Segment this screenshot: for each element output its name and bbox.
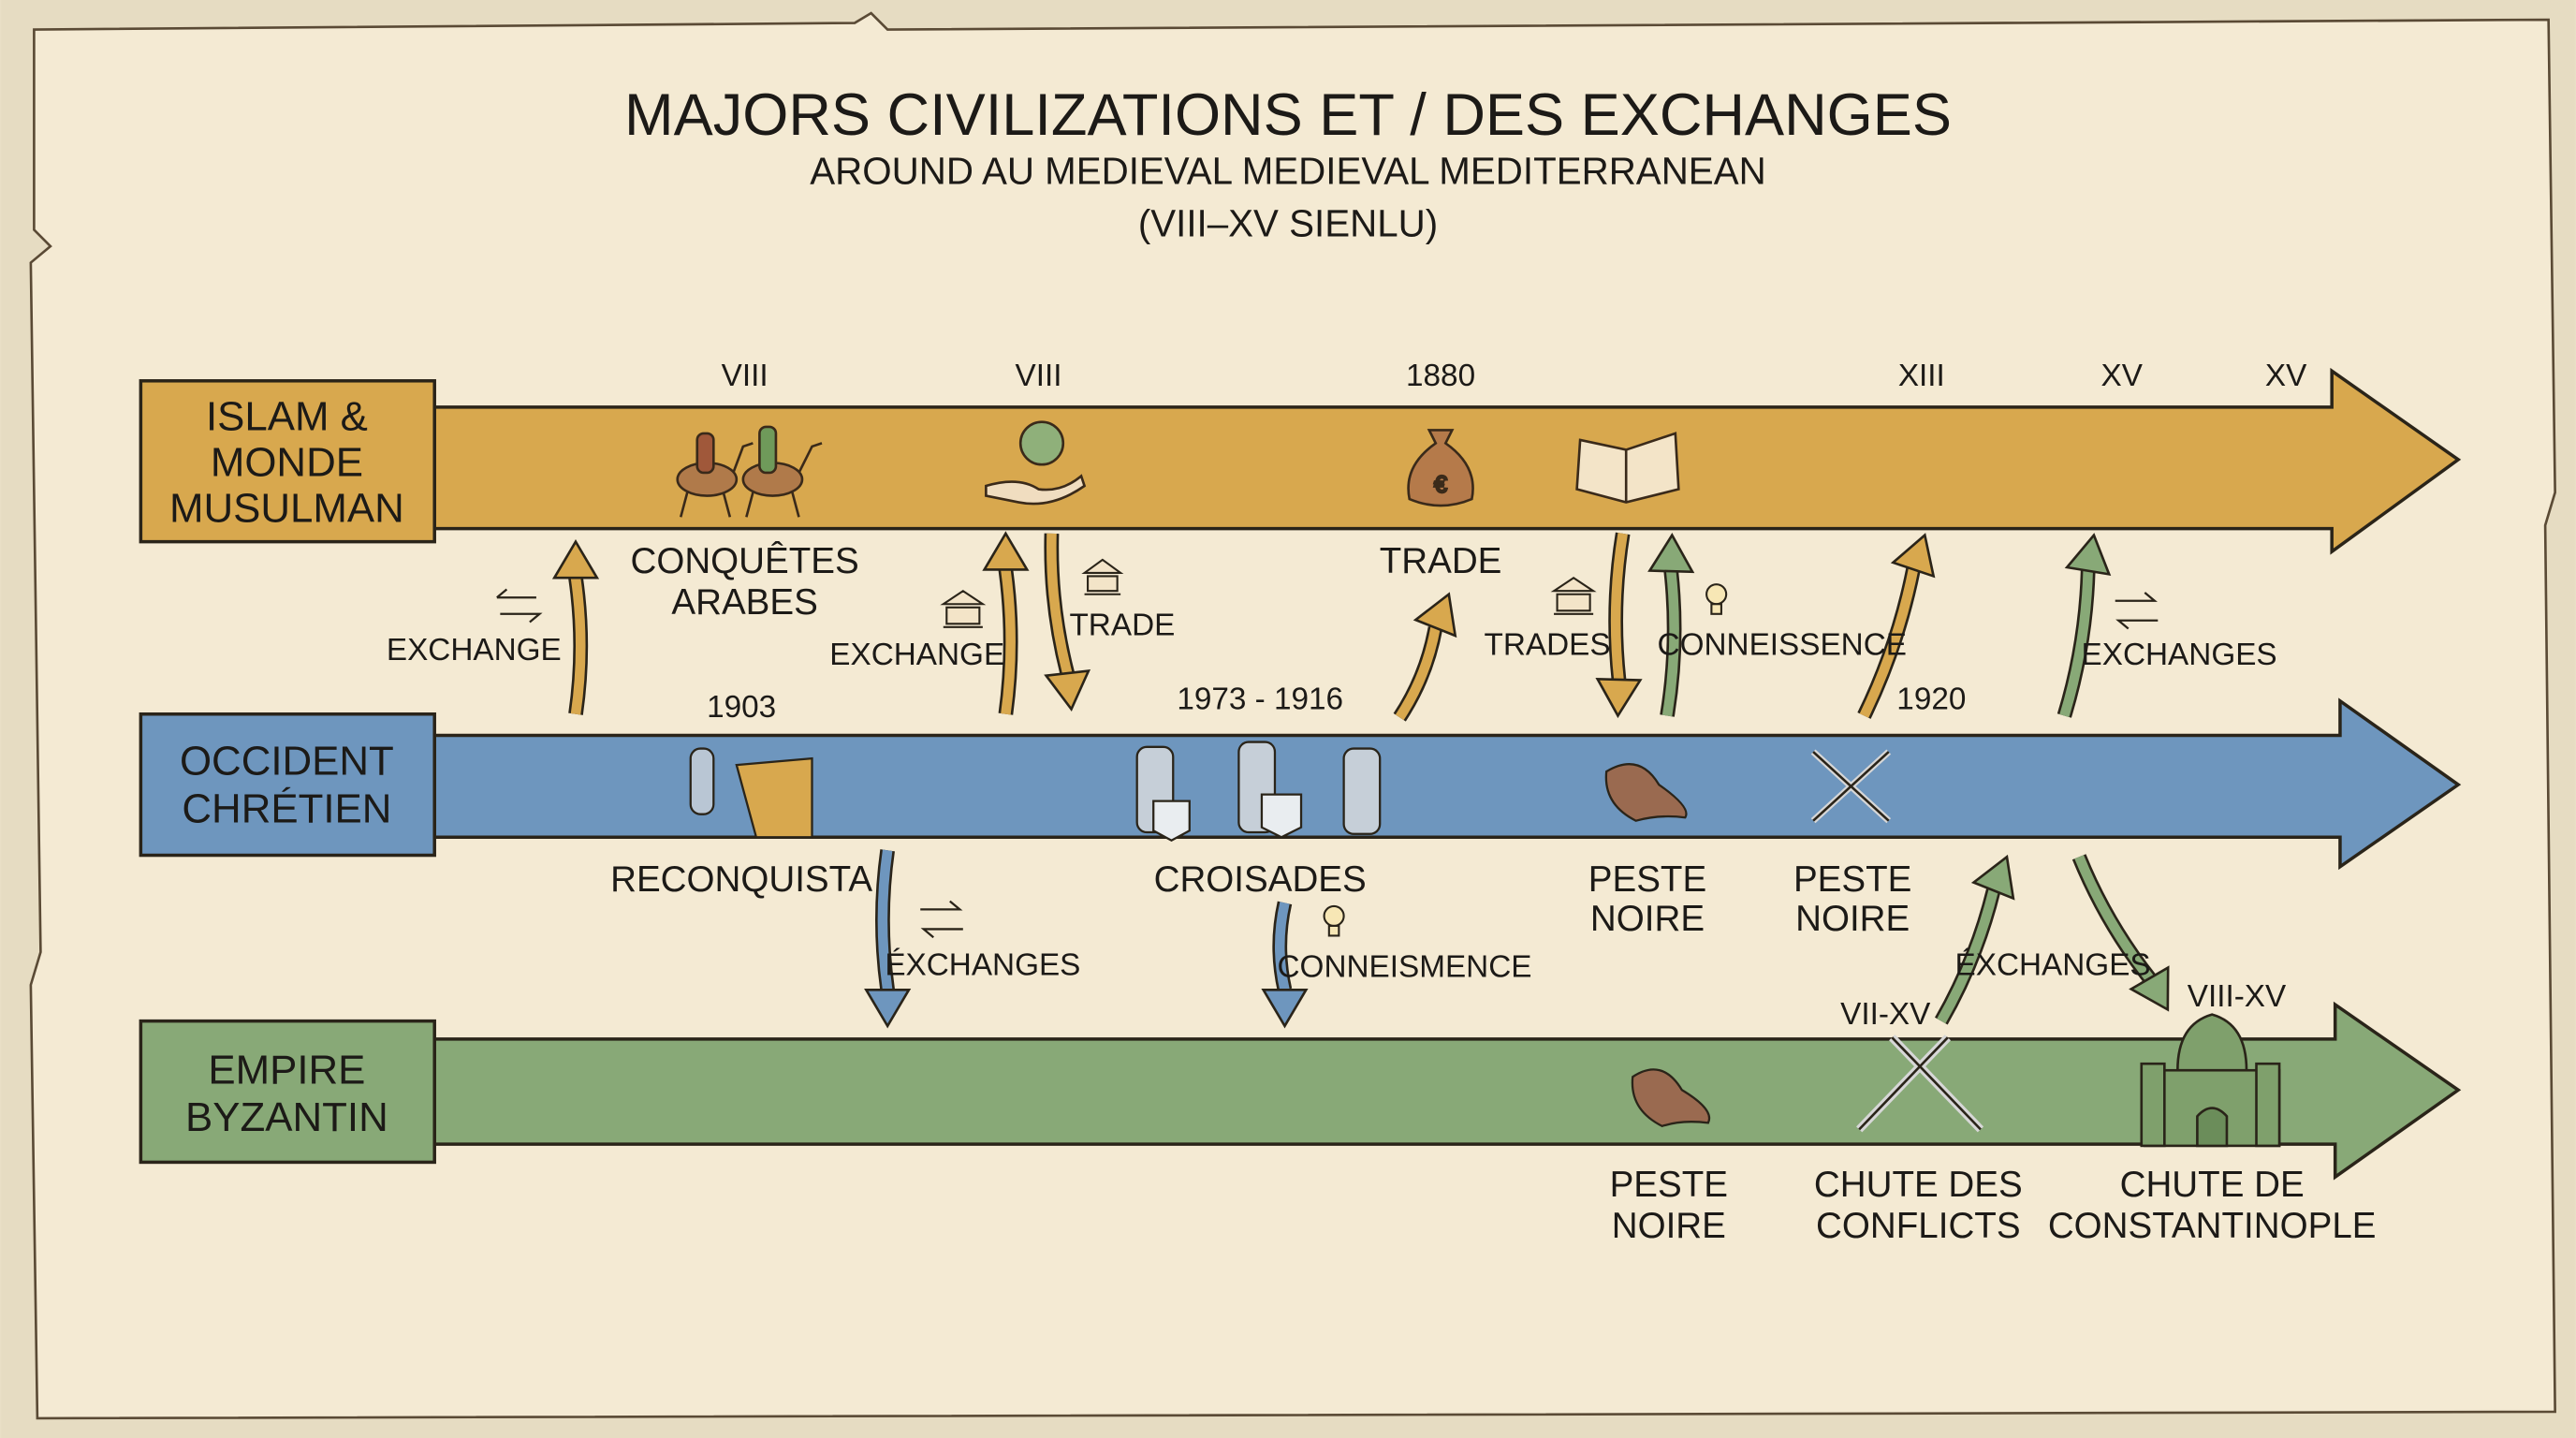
crusader-knights-icon [1135, 741, 1382, 843]
event-chute-de-constantinople: CHUTE DE [2120, 1165, 2305, 1205]
byzantin-label: BYZANTIN [185, 1094, 388, 1140]
islam-date: XV [2265, 359, 2307, 393]
link-label-exchanges: EXCHANGES [2082, 638, 2277, 672]
event-reconquista: RECONQUISTA [610, 859, 872, 900]
plague-germ-icon [1604, 763, 1688, 822]
byzantin-label-box [139, 1019, 436, 1165]
archer-map-icon [689, 747, 813, 839]
event-chute-des-conflicts: CONFLICTS [1816, 1206, 2021, 1246]
link-label-conneissence: CONNEISSENCE [1658, 628, 1907, 663]
bank-icon [940, 589, 987, 628]
occident-label: CHRÉTIEN [182, 785, 391, 831]
islam-date: 1880 [1406, 359, 1475, 393]
link-label-trade: TRADE [1069, 609, 1175, 643]
link-date-viii-xv: VIII-XV [2188, 979, 2287, 1014]
diagram-period: (VIII–XV SIENLU) [1138, 201, 1438, 244]
occident-band: OCCIDENT CHRÉTIEN [139, 697, 2462, 871]
islam-label: ISLAM & [206, 393, 368, 439]
event-conquetes-arabes: ARABES [671, 582, 817, 623]
islam-date: VIII [722, 359, 768, 393]
bank-icon [1081, 558, 1124, 595]
islam-date: XIII [1898, 359, 1945, 393]
event-peste-noire: PESTE [1588, 859, 1706, 900]
event-croisades: CROISADES [1154, 859, 1367, 900]
islam-date: VIII [1015, 359, 1061, 393]
occident-label: OCCIDENT [180, 739, 394, 785]
event-chute-des-conflicts: CHUTE DES [1814, 1165, 2023, 1205]
link-label-exchange: EXCHANGE [387, 633, 562, 668]
event-peste-noire: NOIRE [1795, 899, 1910, 939]
islam-date: XV [2101, 359, 2144, 393]
event-chute-de-constantinople: CONSTANTINOPLE [2048, 1206, 2377, 1246]
exchange-icon [920, 900, 963, 939]
byzantin-band: EMPIRE BYZANTIN [139, 1001, 2462, 1181]
flow-arrow [982, 531, 1030, 715]
event-peste-noire: NOIRE [1590, 899, 1705, 939]
flow-arrow [1595, 532, 1643, 719]
flow-arrow [864, 849, 912, 1029]
flow-arrow [1935, 854, 2015, 1025]
event-conquetes-arabes: CONQUÊTES [630, 541, 858, 581]
link-label-exchanges: ÉXCHANGES [885, 948, 1080, 983]
islam-label: MONDE [211, 439, 363, 485]
islam-label: MUSULMAN [169, 486, 404, 532]
byzantin-label: EMPIRE [208, 1047, 365, 1093]
event-trade: TRADE [1380, 541, 1502, 581]
exchange-icon [2115, 592, 2159, 630]
flow-arrow [2071, 854, 2170, 1012]
lightbulb-icon [1705, 583, 1728, 615]
flow-arrow [1261, 901, 1309, 1029]
event-peste-noire: PESTE [1610, 1165, 1728, 1205]
link-label-exchange: EXCHANGE [829, 638, 1004, 672]
mosque-icon [2140, 1013, 2281, 1148]
lightbulb-icon [1323, 904, 1345, 937]
flow-arrow [1393, 592, 1457, 722]
link-date-vii-xv: VII-XV [1840, 997, 1931, 1032]
occident-date: 1973 - 1916 [1177, 682, 1343, 716]
crossed-swords-icon [1810, 749, 1892, 824]
exchange-arrows [551, 531, 2170, 1029]
link-label-conneismence: CONNEISMENCE [1278, 949, 1532, 984]
flow-arrow [1647, 533, 1695, 717]
flow-arrow [551, 539, 600, 715]
occident-label-box [139, 712, 436, 858]
diagram-title: MAJORS CIVILIZATIONS ET / DES EXCHANGES [624, 82, 1952, 148]
bank-icon [1550, 576, 1597, 615]
flow-arrow [1857, 533, 1936, 719]
flow-arrow [1044, 533, 1091, 712]
link-label-trades: TRADES [1485, 628, 1611, 663]
exchange-icon [496, 588, 543, 624]
open-book-icon [1575, 432, 1680, 504]
occident-date: 1903 [707, 690, 776, 725]
plague-germ-icon [1631, 1068, 1711, 1128]
svg-text:€: € [1434, 473, 1447, 498]
islam-label-box [139, 379, 436, 544]
event-peste-noire: PESTE [1793, 859, 1911, 900]
flow-arrow [2056, 533, 2112, 718]
event-peste-noire: NOIRE [1612, 1206, 1726, 1246]
money-bag-icon: € [1407, 429, 1474, 507]
crossed-swords-icon [1856, 1034, 1984, 1133]
globe-hand-icon [985, 420, 1087, 506]
link-date-1920: 1920 [1896, 682, 1966, 716]
diagram-subtitle: AROUND AU MEDIEVAL MEDIEVAL MEDITERRANEA… [810, 149, 1765, 192]
link-label-exchanges: ÉXCHANGES [1955, 948, 2151, 983]
camel-caravan-icon [676, 425, 823, 518]
